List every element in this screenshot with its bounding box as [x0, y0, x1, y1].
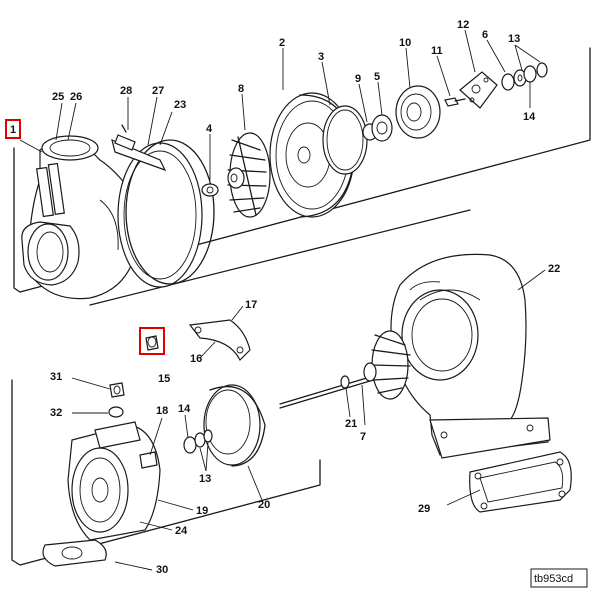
label-9: 9 — [355, 73, 361, 85]
label-3: 3 — [318, 51, 324, 63]
label-12: 12 — [457, 19, 469, 31]
label-14-upper: 14 — [523, 111, 536, 123]
label-13-lower: 13 — [199, 473, 211, 485]
gasket-30 — [42, 539, 107, 567]
part-labels: 1 2 3 4 5 6 7 8 9 10 11 12 13 14 14 13 1… — [5, 19, 560, 576]
thrust-ring-6 — [501, 73, 515, 91]
label-27: 27 — [152, 85, 164, 97]
label-7: 7 — [360, 431, 366, 443]
snap-ring-13b — [203, 429, 213, 443]
divider-line — [89, 209, 471, 306]
label-8: 8 — [238, 83, 244, 95]
compressor-housing — [21, 135, 140, 300]
label-1: 1 — [10, 124, 16, 136]
label-15: 15 — [158, 373, 170, 385]
thrust-plate — [459, 71, 498, 109]
turbine-housing — [390, 253, 551, 459]
o-ring — [322, 105, 368, 175]
label-23: 23 — [174, 99, 186, 111]
label-32: 32 — [50, 407, 62, 419]
label-26: 26 — [70, 91, 82, 103]
label-31: 31 — [50, 371, 62, 383]
label-22: 22 — [548, 263, 560, 275]
label-30: 30 — [156, 564, 168, 576]
v-band-clamp — [111, 138, 215, 288]
label-2: 2 — [279, 37, 285, 49]
label-16: 16 — [190, 353, 202, 365]
highlight-plug-15 — [139, 327, 165, 355]
leader-lines — [19, 29, 546, 571]
label-5: 5 — [374, 71, 380, 83]
compressor-insert — [395, 85, 441, 139]
label-28: 28 — [120, 85, 132, 97]
bolt-11 — [444, 97, 466, 107]
reference-code-box: tb953cd — [530, 568, 588, 588]
fitting-31 — [109, 382, 125, 398]
bearing-14a — [523, 65, 537, 83]
turbine-wheel-shaft — [279, 330, 411, 409]
label-4: 4 — [206, 123, 213, 135]
label-6: 6 — [482, 29, 488, 41]
label-19: 19 — [196, 505, 208, 517]
reference-code: tb953cd — [534, 573, 573, 585]
label-10: 10 — [399, 37, 411, 49]
upper-frame-line — [13, 47, 591, 293]
label-29: 29 — [418, 503, 430, 515]
clamp-bolt — [114, 124, 136, 151]
label-13-upper: 13 — [508, 33, 520, 45]
bearing-housing — [67, 421, 161, 541]
label-18: 18 — [156, 405, 168, 417]
label-24: 24 — [175, 525, 188, 537]
piston-ring-21 — [340, 375, 350, 389]
label-11: 11 — [431, 45, 443, 57]
snap-ring-13a — [536, 62, 548, 78]
heat-shield — [203, 384, 266, 467]
label-25: 25 — [52, 91, 64, 103]
highlight-label-1 — [5, 119, 21, 139]
lower-frame-line — [11, 379, 321, 566]
label-14-lower: 14 — [178, 403, 191, 415]
plug-15 — [145, 335, 159, 351]
label-20: 20 — [258, 499, 270, 511]
label-17: 17 — [245, 299, 257, 311]
compressor-nut — [201, 183, 219, 197]
label-21: 21 — [345, 418, 357, 430]
thrust-collar — [371, 114, 393, 142]
compressor-wheel — [227, 132, 271, 218]
bracket — [188, 319, 251, 362]
gasket-29 — [469, 451, 572, 513]
washer-32 — [108, 406, 124, 418]
bearing-14b — [183, 436, 197, 454]
